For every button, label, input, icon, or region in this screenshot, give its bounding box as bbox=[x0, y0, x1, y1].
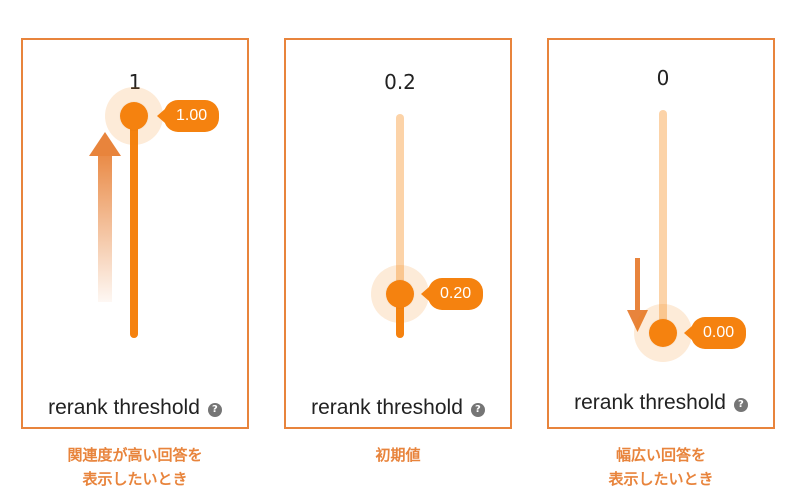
help-icon[interactable]: ? bbox=[207, 403, 222, 417]
caption-line: 表示したいとき bbox=[82, 470, 188, 488]
caption-line: 幅広い回答を bbox=[615, 446, 706, 464]
field-label: rerank threshold? bbox=[549, 391, 773, 415]
slider-panel-low: 0 0.00 rerank threshold? bbox=[547, 38, 775, 429]
field-label-text: rerank threshold bbox=[574, 391, 726, 414]
slider-value-bubble: 0.20 bbox=[420, 278, 484, 310]
down-arrow-icon bbox=[627, 258, 648, 332]
caption-line: 表示したいとき bbox=[608, 470, 714, 488]
field-label-text: rerank threshold bbox=[48, 396, 200, 419]
field-label-text: rerank threshold bbox=[311, 396, 463, 419]
slider-panel-default: 0.2 0.20 rerank threshold? bbox=[284, 38, 512, 429]
slider-thumb[interactable] bbox=[120, 102, 148, 130]
slider-top-label: 1 bbox=[128, 70, 142, 94]
help-icon[interactable]: ? bbox=[733, 398, 748, 412]
slider-thumb[interactable] bbox=[649, 319, 677, 347]
caption-line: 関連度が高い回答を bbox=[67, 446, 203, 464]
help-icon[interactable]: ? bbox=[470, 403, 485, 417]
up-arrow-icon bbox=[89, 132, 121, 302]
caption-high-relevance: 関連度が高い回答を 表示したいとき bbox=[15, 443, 255, 491]
slider-fill bbox=[396, 293, 404, 338]
caption-default: 初期値 bbox=[278, 443, 518, 467]
slider-value-bubble: 0.00 bbox=[683, 317, 747, 349]
field-label: rerank threshold? bbox=[23, 396, 247, 420]
slider-top-label: 0.2 bbox=[384, 70, 416, 94]
field-label: rerank threshold? bbox=[286, 396, 510, 420]
slider-track[interactable] bbox=[396, 114, 404, 338]
slider-top-label: 0 bbox=[656, 66, 670, 90]
slider-value-bubble: 1.00 bbox=[156, 100, 220, 132]
slider-panel-high: 1 1.00 rerank threshold? bbox=[21, 38, 249, 429]
caption-line: 初期値 bbox=[375, 446, 421, 464]
slider-fill bbox=[130, 114, 138, 338]
caption-broad-answers: 幅広い回答を 表示したいとき bbox=[541, 443, 781, 491]
slider-track[interactable] bbox=[659, 110, 667, 332]
slider-thumb[interactable] bbox=[386, 280, 414, 308]
